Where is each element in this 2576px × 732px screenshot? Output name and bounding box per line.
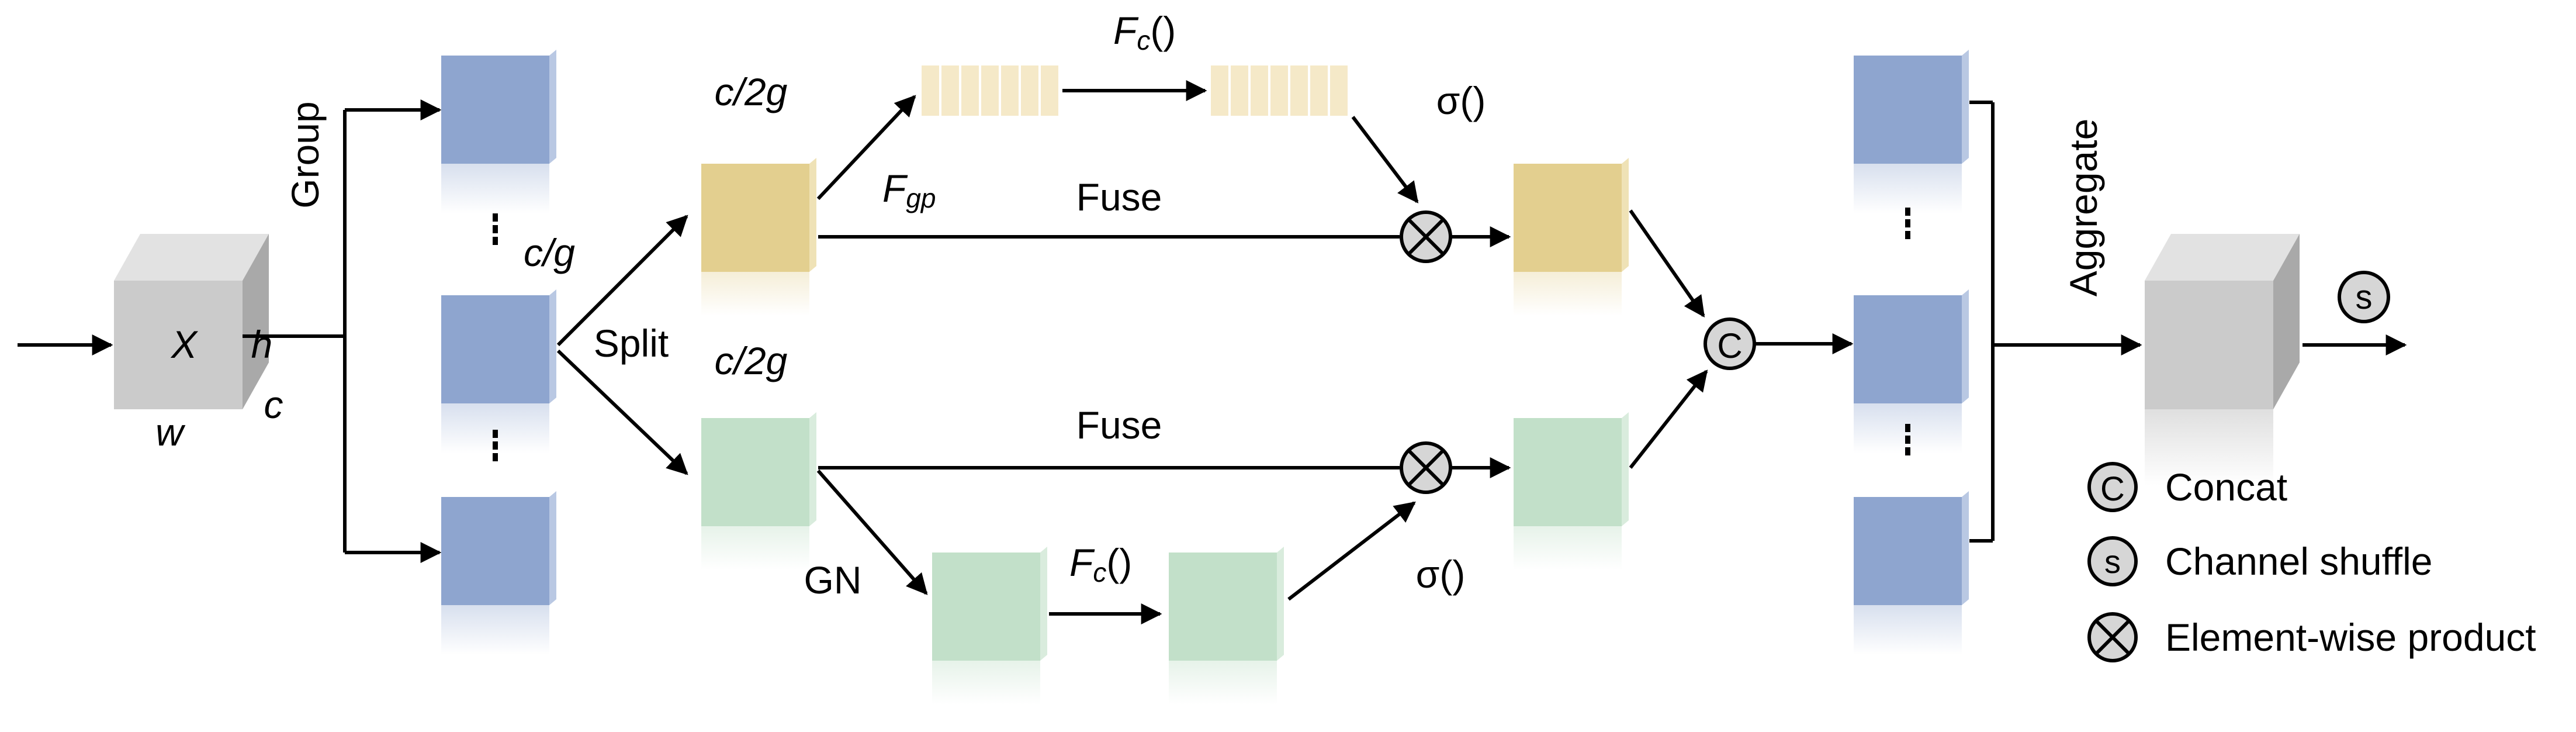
legend-product: Element-wise product (2087, 612, 2536, 662)
aggregate-label: Aggregate (2062, 119, 2105, 297)
top-to-fc-arrow (816, 95, 916, 201)
top-fuse-label: Fuse (1076, 175, 1162, 219)
svg-text:C: C (1717, 326, 1742, 365)
top-sigma-arrow (1351, 116, 1419, 203)
concat-arrow-top (1629, 209, 1705, 317)
input-width-label: w (155, 410, 186, 454)
bottom-gn-arrow (816, 469, 928, 595)
input-channel-label: c (264, 383, 283, 426)
top-fgp-label: Fgp (882, 167, 936, 213)
legend-product-label: Element-wise product (2165, 616, 2536, 659)
concat-arrow-bottom (1629, 370, 1708, 469)
legend-concat-label: Concat (2165, 465, 2287, 509)
legend-shuffle: s Channel shuffle (2087, 536, 2432, 586)
group-cube-1 (441, 50, 556, 213)
top-output-yellow-cube (1514, 158, 1629, 316)
input-cube: X h w c (114, 234, 283, 454)
aggregate-ellipsis-bottom (1905, 424, 1910, 455)
top-yellow-cube (701, 158, 816, 316)
output-cube (2145, 234, 2300, 485)
bottom-gn-label: GN (804, 558, 862, 602)
bottom-fc-cube (1169, 547, 1284, 705)
split-arrow-top (556, 215, 688, 347)
group-channels-label: c/g (524, 231, 575, 274)
top-vector-left (919, 63, 1061, 118)
bottom-output-green-cube (1514, 412, 1629, 570)
split-arrow-bottom (556, 349, 688, 475)
svg-text:s: s (2356, 278, 2373, 316)
svg-text:s: s (2104, 543, 2121, 580)
split-label: Split (594, 322, 669, 365)
bottom-channels-label: c/2g (715, 339, 788, 382)
group-ellipsis-bottom (493, 430, 498, 461)
bottom-fuse-label: Fuse (1076, 403, 1162, 447)
legend-concat: C Concat (2087, 462, 2287, 512)
bottom-fc-label: Fc() (1069, 541, 1132, 588)
top-vector-right (1209, 63, 1350, 118)
top-product-node (1400, 210, 1452, 263)
legend-shuffle-label: Channel shuffle (2165, 540, 2432, 583)
aggregate-cube-2 (1854, 289, 1969, 453)
group-cube-3 (441, 491, 556, 655)
group-ellipsis-top (493, 213, 498, 245)
top-fc-label: Fc() (1113, 9, 1176, 56)
group-cube-2 (441, 289, 556, 453)
aggregate-bracket (1969, 101, 1995, 543)
bottom-sigma-arrow (1287, 501, 1416, 601)
concat-node: C (1704, 317, 1756, 370)
top-sigma-label: σ() (1436, 79, 1486, 122)
bottom-green-cube (701, 412, 816, 570)
group-connector (243, 99, 442, 563)
input-symbol: X (170, 323, 199, 366)
bottom-gn-cube (932, 547, 1047, 705)
aggregate-cube-1 (1854, 50, 1969, 213)
svg-text:C: C (2100, 470, 2125, 508)
aggregate-cube-3 (1854, 491, 1969, 655)
bottom-sigma-label: σ() (1416, 553, 1466, 596)
group-label: Group (283, 101, 327, 208)
bottom-product-node (1400, 441, 1452, 494)
aggregate-ellipsis-top (1905, 208, 1910, 239)
shuffle-node: s (2338, 271, 2390, 323)
input-height-label: h (251, 323, 273, 366)
legend: C Concat s Channel shuffle Element-wise … (2087, 462, 2536, 662)
top-channels-label: c/2g (715, 70, 788, 113)
